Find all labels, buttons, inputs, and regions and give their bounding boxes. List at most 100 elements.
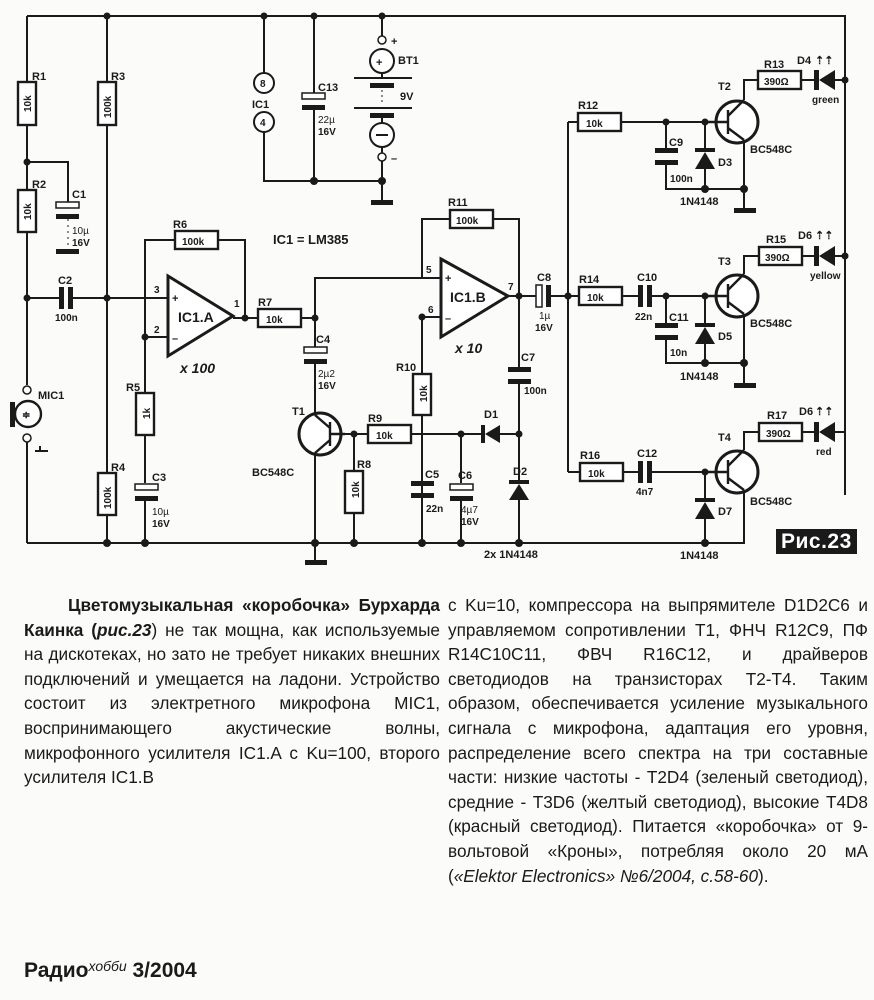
svg-text:1N4148: 1N4148 xyxy=(680,196,719,208)
svg-text:≑: ≑ xyxy=(22,410,30,421)
svg-text:16V: 16V xyxy=(72,238,90,249)
resistor-r9: R9 10k xyxy=(366,413,482,445)
svg-text:10µ: 10µ xyxy=(152,507,169,518)
svg-text:16V: 16V xyxy=(535,323,553,334)
ic1-power-pins: 8 IC1 4 xyxy=(252,16,382,182)
svg-text:IC1.A: IC1.A xyxy=(178,309,214,325)
svg-text:100k: 100k xyxy=(103,95,114,118)
article-body-right: с Ku=10, компрессора на выпрямителе D1D2… xyxy=(448,595,868,886)
capacitor-c2: C2 100n xyxy=(27,275,167,324)
article-body-left: ) не так мощна, как используемые на диск… xyxy=(24,619,440,788)
svg-text:R3: R3 xyxy=(111,71,125,83)
svg-text:4: 4 xyxy=(260,118,266,129)
svg-text:T1: T1 xyxy=(292,406,305,418)
svg-text:BC548C: BC548C xyxy=(750,496,792,508)
magazine-issue: 3/2004 xyxy=(132,959,197,982)
svg-text:1: 1 xyxy=(234,299,240,310)
svg-text:R4: R4 xyxy=(111,462,126,474)
svg-text:⇡⇡: ⇡⇡ xyxy=(815,55,833,67)
channel-mid-t3: R14 10k C10 22n C11 10n D5 1N4148 T3 BC5… xyxy=(564,230,849,388)
capacitor-c8: C8 1µ 16V xyxy=(508,272,568,334)
svg-text:8: 8 xyxy=(260,79,266,90)
svg-text:5: 5 xyxy=(426,265,432,276)
svg-text:2µ2: 2µ2 xyxy=(318,369,335,380)
svg-text:C8: C8 xyxy=(537,272,551,284)
diode-d2: D2 2x 1N4148 xyxy=(484,434,538,561)
svg-text:yellow: yellow xyxy=(810,271,841,282)
svg-text:T2: T2 xyxy=(718,81,731,93)
svg-text:R17: R17 xyxy=(767,410,787,422)
svg-text:22n: 22n xyxy=(635,312,652,323)
svg-text:+: + xyxy=(445,273,451,285)
capacitor-c1: C1 10µ 16V xyxy=(55,189,90,254)
svg-text:10n: 10n xyxy=(670,348,687,359)
magazine-name-sup: хобби xyxy=(88,958,127,974)
resistor-r1: R1 10k xyxy=(16,16,46,127)
svg-text:10k: 10k xyxy=(586,119,603,130)
svg-text:100k: 100k xyxy=(103,486,114,509)
svg-text:100k: 100k xyxy=(182,237,205,248)
svg-text:R7: R7 xyxy=(258,297,272,309)
battery-bt1: + + BT1 9V – xyxy=(354,16,419,205)
svg-text:D7: D7 xyxy=(718,506,732,518)
svg-text:–: – xyxy=(391,153,397,165)
article-title: Цветомузыкальная «коробочка» Бурхарда Ка… xyxy=(24,595,440,640)
svg-text:BC548C: BC548C xyxy=(252,467,294,479)
magazine-name: Радио xyxy=(24,959,89,982)
svg-text:BC548C: BC548C xyxy=(750,318,792,330)
svg-text:C1: C1 xyxy=(72,189,86,201)
svg-text:BC548C: BC548C xyxy=(750,144,792,156)
svg-text:C2: C2 xyxy=(58,275,72,287)
figure-reference: рис.23 xyxy=(97,619,152,640)
capacitor-c7: C7 100n xyxy=(508,296,547,434)
svg-text:4n7: 4n7 xyxy=(636,487,654,498)
svg-text:390Ω: 390Ω xyxy=(764,77,789,88)
svg-text:IC1: IC1 xyxy=(252,99,269,111)
svg-text:x 100: x 100 xyxy=(179,360,215,376)
svg-text:4µ7: 4µ7 xyxy=(461,505,478,516)
svg-text:R11: R11 xyxy=(448,197,468,209)
resistor-r3: R3 100k xyxy=(96,16,125,127)
article-column-right: с Ku=10, компрессора на выпрямителе D1D2… xyxy=(448,593,868,888)
svg-text:10k: 10k xyxy=(351,481,362,498)
svg-text:x 10: x 10 xyxy=(454,340,482,356)
svg-text:red: red xyxy=(816,447,832,458)
article-paragraph-left: Цветомузыкальная «коробочка» Бурхарда Ка… xyxy=(24,593,440,790)
svg-text:D6: D6 xyxy=(798,230,812,242)
svg-text:1N4148: 1N4148 xyxy=(680,371,719,383)
resistor-r2: R2 10k xyxy=(16,179,46,234)
svg-text:C6: C6 xyxy=(458,470,472,482)
svg-text:R2: R2 xyxy=(32,179,46,191)
svg-text:R6: R6 xyxy=(173,219,187,231)
resistor-r11-feedback: R11 100k xyxy=(421,197,520,296)
svg-text:1N4148: 1N4148 xyxy=(680,550,719,562)
svg-text:R13: R13 xyxy=(764,59,784,71)
svg-text:C7: C7 xyxy=(521,352,535,364)
svg-text:R16: R16 xyxy=(580,450,600,462)
resistor-r8: R8 10k xyxy=(343,430,371,543)
capacitor-c3: C3 10µ 16V xyxy=(134,435,170,543)
channel-low-t2: R12 10k C9 100n D3 1N4148 T2 BC548C R13 … xyxy=(568,55,849,213)
svg-text:10k: 10k xyxy=(588,469,605,480)
svg-text:+: + xyxy=(391,36,397,48)
capacitor-c5: C5 22n xyxy=(411,469,443,543)
svg-text:2x 1N4148: 2x 1N4148 xyxy=(484,549,538,561)
svg-text:16V: 16V xyxy=(318,127,336,138)
svg-text:R8: R8 xyxy=(357,459,371,471)
resistor-r4: R4 100k xyxy=(96,462,126,517)
svg-text:C10: C10 xyxy=(637,272,657,284)
svg-text:C12: C12 xyxy=(637,448,657,460)
svg-text:⇡⇡: ⇡⇡ xyxy=(815,230,833,242)
article-column-left: Цветомузыкальная «коробочка» Бурхарда Ка… xyxy=(24,593,440,790)
resistor-r6-feedback: R6 100k xyxy=(144,219,246,337)
figure-number-badge: Рис.23 xyxy=(776,529,857,554)
capacitor-c4: C4 2µ2 16V xyxy=(303,318,336,415)
svg-text:100k: 100k xyxy=(456,216,479,227)
svg-text:T4: T4 xyxy=(718,432,732,444)
svg-text:1µ: 1µ xyxy=(539,311,551,322)
svg-text:D1: D1 xyxy=(484,409,498,421)
svg-text:R14: R14 xyxy=(579,274,600,286)
article-end-punctuation: ). xyxy=(758,865,769,886)
top-supply-rail xyxy=(27,15,846,495)
svg-text:MIC1: MIC1 xyxy=(38,390,64,402)
